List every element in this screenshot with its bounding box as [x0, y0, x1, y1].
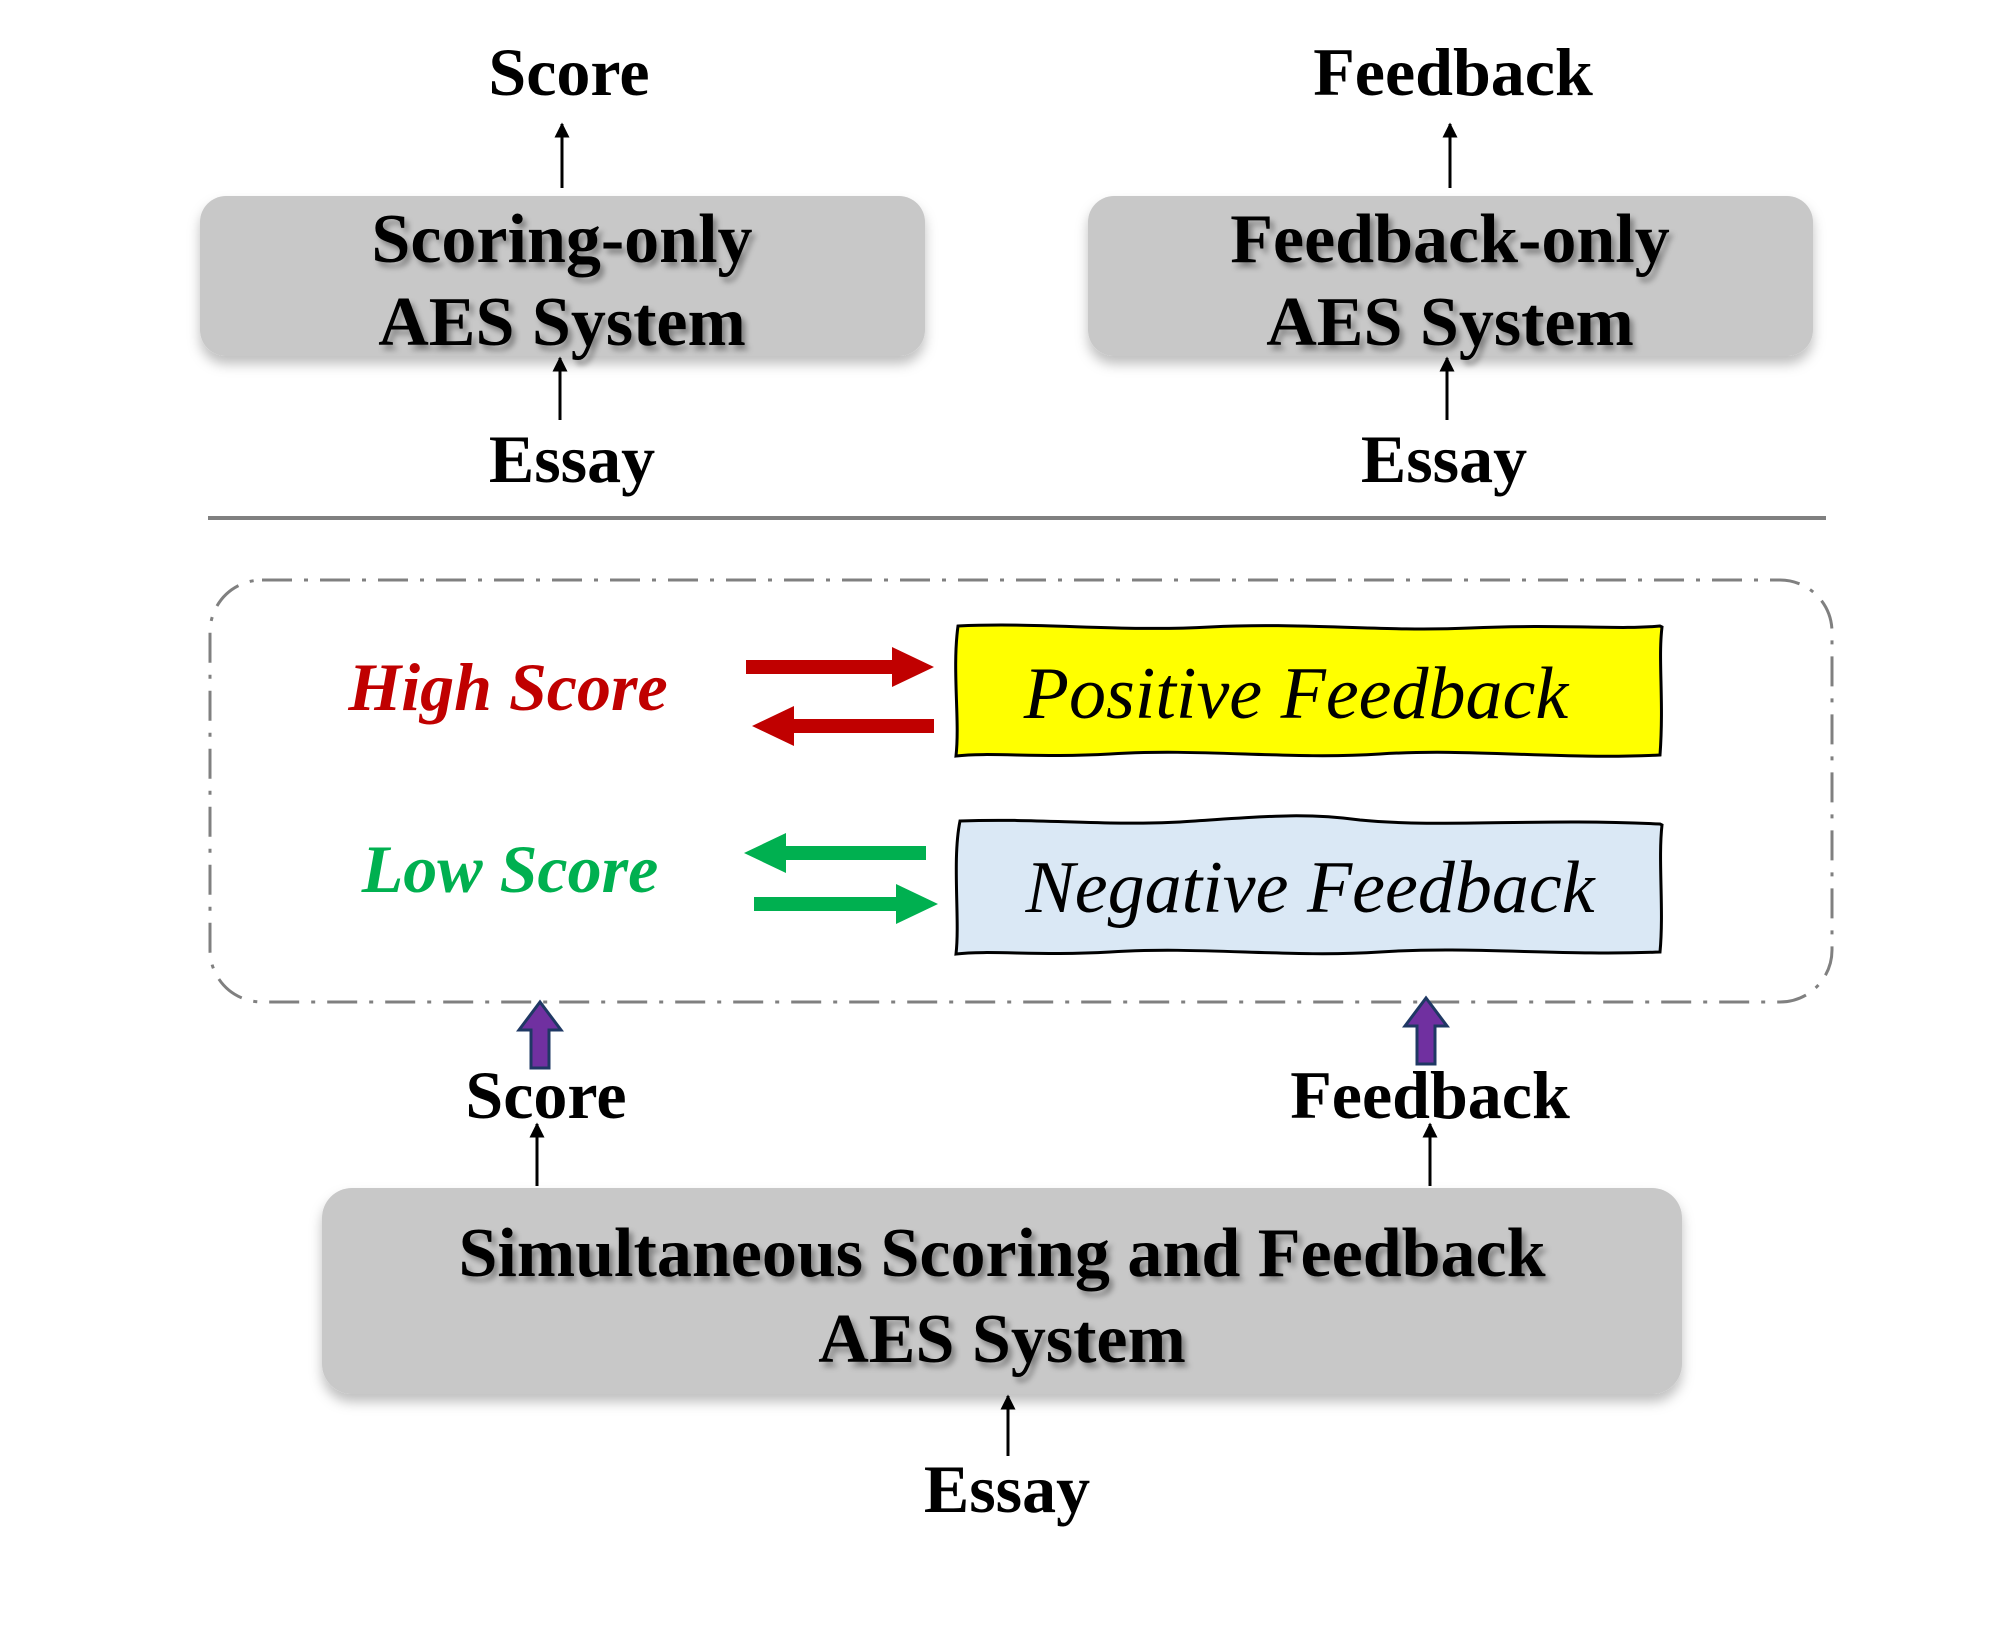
bottom-score-label: Score	[465, 1057, 626, 1133]
top-right-output-label: Feedback	[1313, 34, 1593, 110]
bottom-feedback-label: Feedback	[1290, 1057, 1570, 1133]
simultaneous-system-subtitle: AES System	[818, 1301, 1186, 1378]
top-left-input-label: Essay	[489, 421, 655, 497]
low-score-label: Low Score	[361, 831, 659, 907]
feedback-only-system-subtitle: AES System	[1266, 284, 1634, 361]
scoring-only-system-title: Scoring-only	[371, 201, 752, 278]
scoring-only-system-subtitle: AES System	[378, 284, 746, 361]
low-to-negative-arrow	[754, 884, 938, 924]
feedback-only-system-title: Feedback-only	[1230, 201, 1669, 278]
high-score-label: High Score	[347, 649, 667, 725]
positive-feedback-label: Positive Feedback	[1023, 653, 1570, 735]
scoring-only-system-box	[200, 196, 925, 356]
bottom-input-label: Essay	[924, 1451, 1090, 1527]
top-left-output-label: Score	[488, 34, 649, 110]
feedback-only-system-box	[1088, 196, 1813, 356]
positive-feedback-box	[954, 623, 1664, 758]
negative-feedback-label: Negative Feedback	[1024, 847, 1595, 929]
score-to-panel-purple-arrow	[516, 999, 564, 1070]
feedback-to-panel-purple-arrow	[1402, 995, 1450, 1066]
top-right-input-label: Essay	[1361, 421, 1527, 497]
simultaneous-system-box	[322, 1188, 1682, 1394]
score-feedback-relation-panel	[208, 578, 1834, 1004]
positive-to-high-arrow	[752, 706, 934, 746]
simultaneous-system-title: Simultaneous Scoring and Feedback	[458, 1215, 1545, 1292]
negative-feedback-box	[954, 814, 1664, 956]
negative-to-low-arrow	[744, 833, 926, 873]
high-to-positive-arrow	[746, 647, 934, 687]
